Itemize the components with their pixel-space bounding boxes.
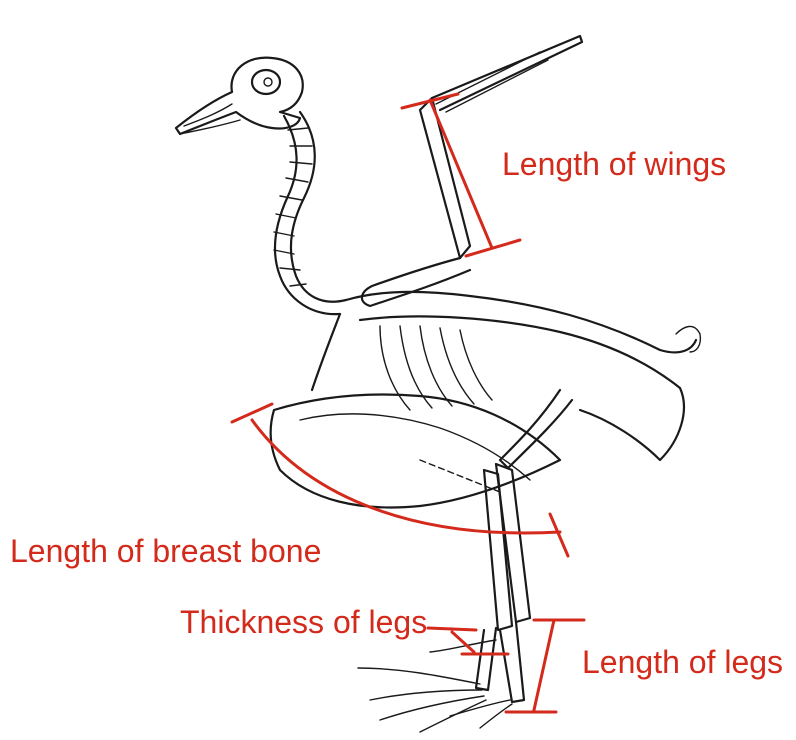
- skull: [176, 58, 303, 134]
- torso: [312, 292, 700, 460]
- keel-bone: [271, 395, 560, 508]
- wing-length-label: Length of wings: [502, 148, 726, 180]
- neck-vertebrae: [274, 112, 346, 314]
- leg-length-label: Length of legs: [582, 646, 783, 678]
- breast-bone-length-label: Length of breast bone: [10, 535, 321, 567]
- leg-thickness-label: Thickness of legs: [180, 606, 427, 638]
